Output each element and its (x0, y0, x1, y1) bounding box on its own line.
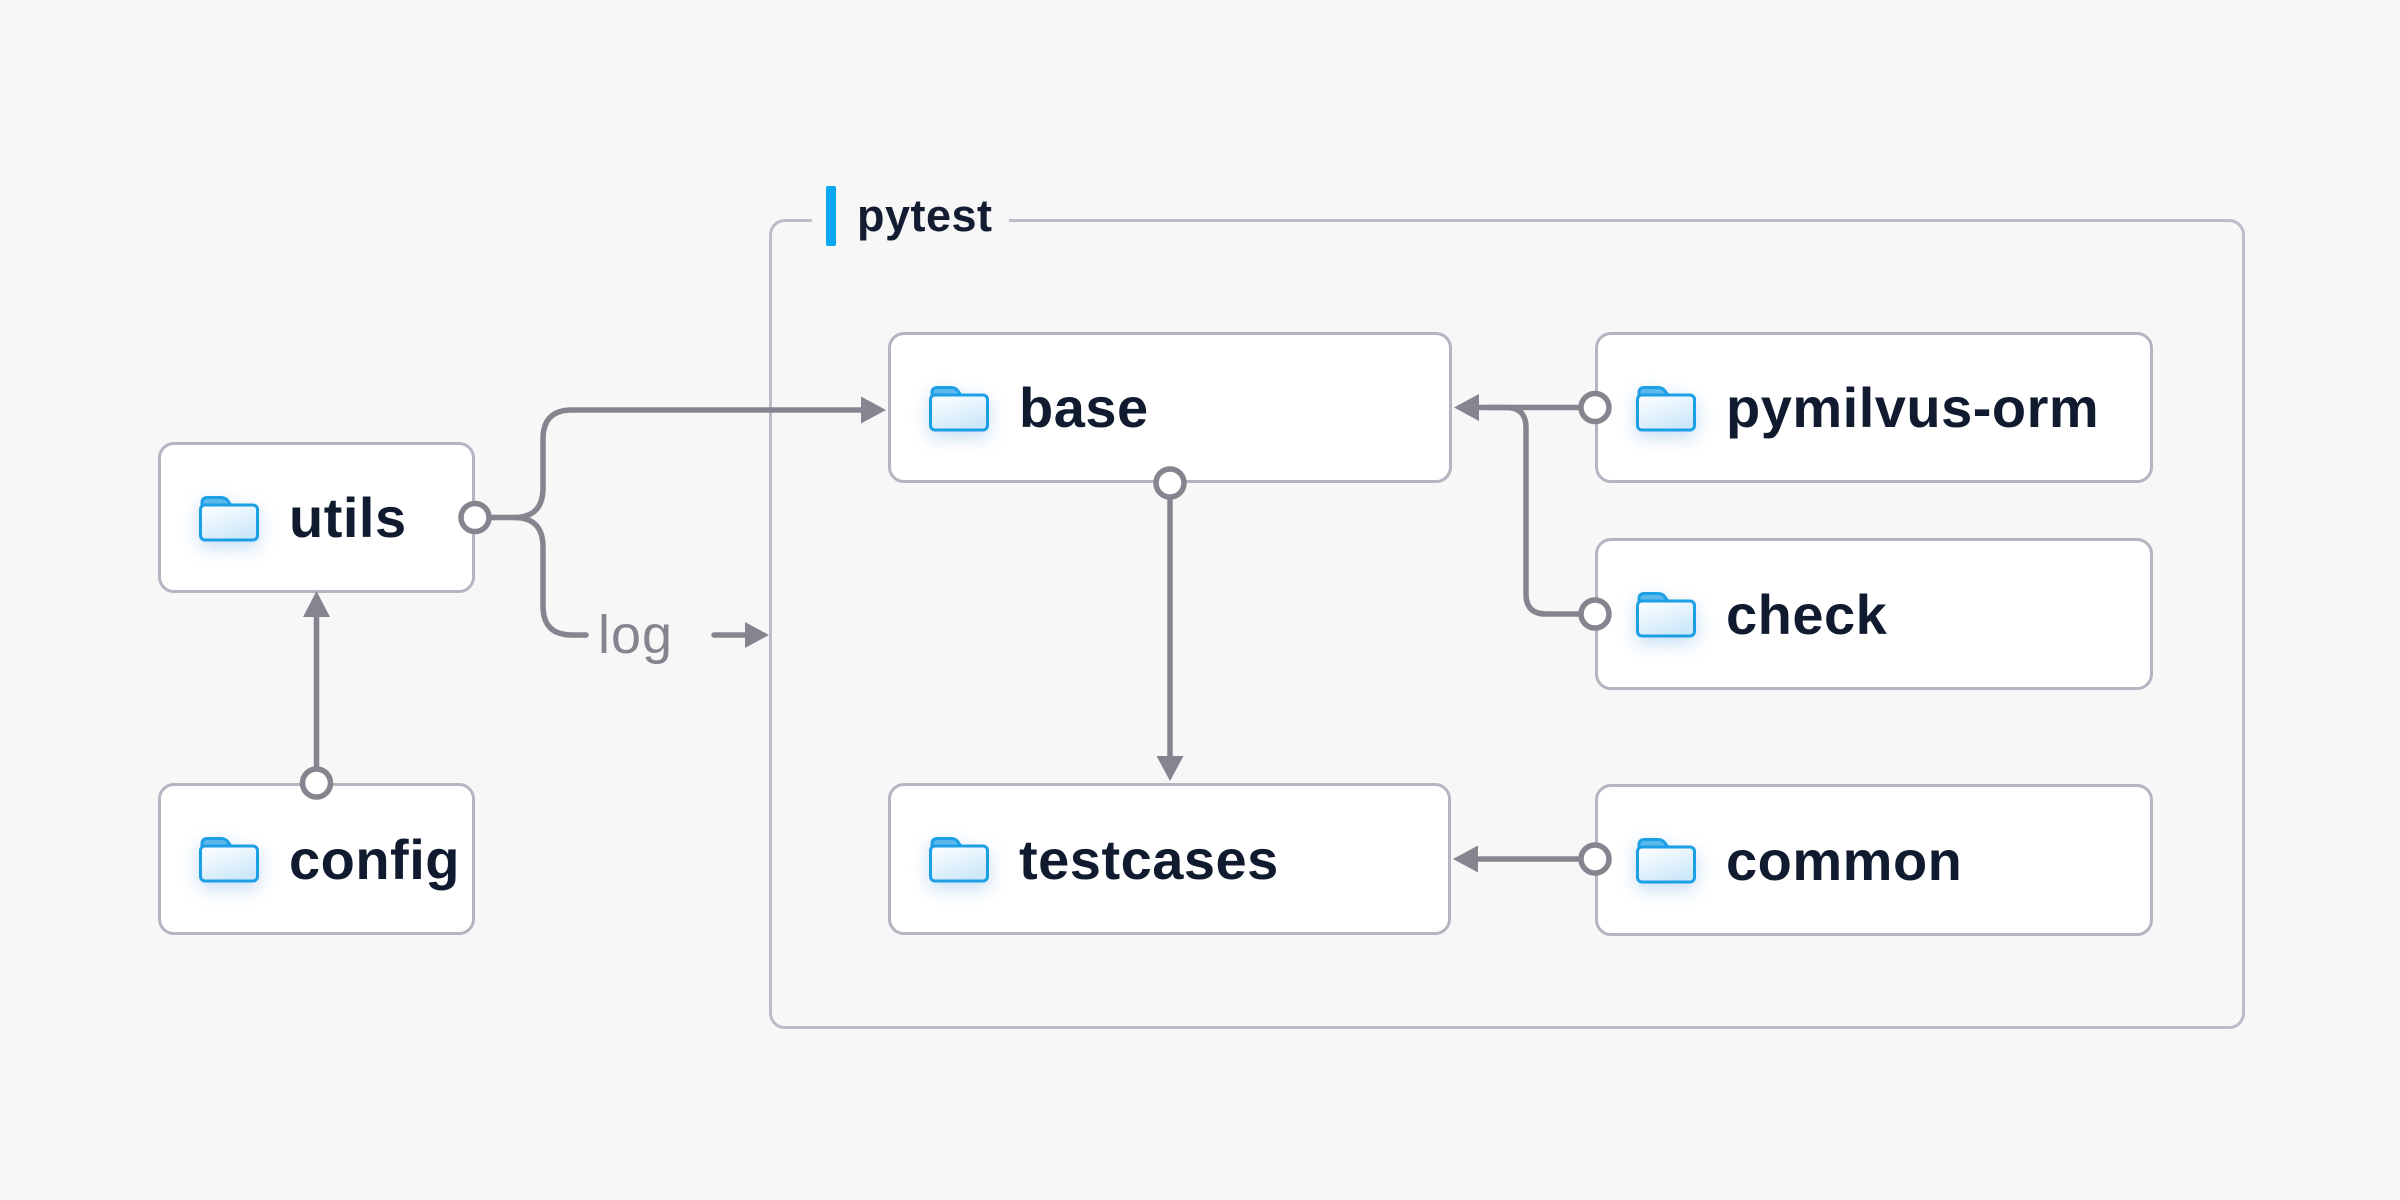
node-testcases: testcases (888, 783, 1451, 935)
arrowhead (303, 591, 330, 617)
folder-icon (199, 495, 259, 541)
node-label: pymilvus-orm (1726, 376, 2100, 439)
folder-icon (1636, 385, 1696, 431)
node-utils: utils (158, 442, 475, 593)
folder-icon (929, 837, 989, 883)
pytest-group-title: pytest (857, 190, 993, 241)
pytest-accent-bar (826, 186, 836, 246)
node-config: config (158, 783, 475, 935)
node-common: common (1595, 784, 2153, 936)
node-label: testcases (1019, 827, 1279, 891)
pytest-group (769, 219, 2245, 1029)
node-label: config (289, 827, 460, 891)
node-base: base (888, 332, 1452, 483)
folder-icon (929, 385, 989, 431)
node-label: common (1726, 828, 1963, 892)
node-label: check (1726, 582, 1888, 646)
pytest-group-label: pytest (812, 184, 1009, 248)
folder-icon (1636, 592, 1696, 638)
node-pymilvus-orm: pymilvus-orm (1595, 332, 2153, 483)
node-check: check (1595, 538, 2153, 690)
node-label: utils (289, 486, 407, 549)
edge-label-log: log (598, 605, 674, 665)
folder-icon (199, 837, 259, 883)
folder-icon (1636, 838, 1696, 884)
node-label: base (1019, 376, 1149, 439)
arrowhead (745, 622, 769, 648)
